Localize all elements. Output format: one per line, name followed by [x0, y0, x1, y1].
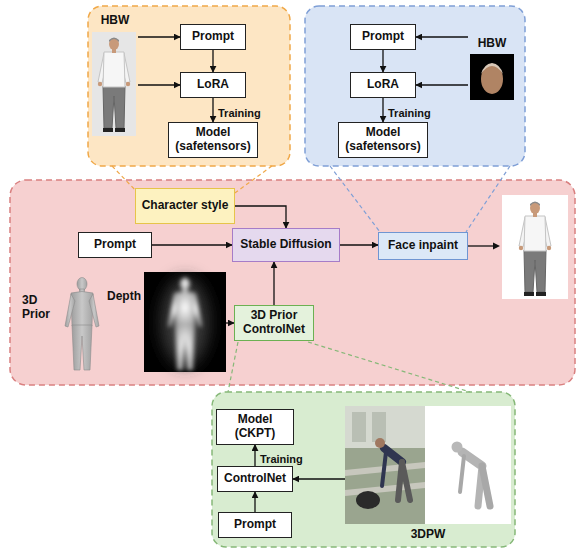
arrow-connector — [152, 244, 232, 245]
depth-map — [144, 272, 226, 372]
output-arrow-line — [468, 245, 495, 246]
mesh-figure — [65, 278, 99, 371]
arrow-connector — [340, 244, 378, 245]
edge-label: Training — [218, 107, 261, 120]
leader-line — [232, 166, 272, 195]
arrow-connector — [254, 445, 255, 466]
box-label: Model (CKPT) — [221, 413, 289, 441]
process-box: Model (safetensors) — [168, 122, 258, 158]
box-label: ControlNet — [224, 472, 286, 486]
photo-frame — [470, 54, 514, 100]
process-box: LoRA — [180, 72, 246, 98]
box-label: Prompt — [192, 30, 234, 44]
illustration-part — [452, 442, 463, 453]
arrow-connector — [226, 322, 234, 323]
process-box: ControlNet — [217, 466, 293, 492]
arrow-connector — [212, 98, 213, 122]
image-label: HBW — [468, 37, 516, 51]
scene-window — [372, 412, 386, 442]
image-panel: 3D Prior Depth — [20, 272, 226, 372]
lora-face-panel — [305, 6, 525, 166]
image-panel: 3DPW — [345, 406, 511, 546]
arrow-connector — [293, 478, 345, 479]
arrow-connector — [235, 206, 286, 228]
image-panel: HBW — [92, 14, 138, 136]
person-photo — [98, 38, 130, 133]
arrow-connector — [273, 262, 274, 305]
scene-step — [345, 482, 425, 496]
scene-photo — [345, 406, 425, 524]
scene-building — [345, 406, 425, 448]
scene-window — [352, 412, 366, 442]
arrow-connector — [382, 98, 383, 122]
box-label: Prompt — [94, 238, 136, 252]
process-box: LoRA — [350, 72, 416, 98]
box-label: Model (safetensors) — [173, 126, 253, 154]
face-hair — [481, 63, 503, 74]
leader-line — [308, 342, 470, 392]
arrow-connector — [416, 36, 468, 37]
output-person — [519, 202, 551, 297]
box-label: Model (safetensors) — [343, 126, 423, 154]
process-box: 3D Prior ControlNet — [234, 305, 314, 341]
arrow-connector — [382, 50, 383, 72]
box-label: Prompt — [234, 518, 276, 532]
arrow-connector — [138, 84, 180, 85]
arrow-connector — [212, 50, 213, 72]
image-label: HBW — [92, 14, 138, 28]
process-box: Prompt — [350, 24, 416, 50]
controlnet-panel — [212, 392, 515, 547]
edge-label: Training — [260, 453, 303, 466]
box-label: LoRA — [197, 78, 229, 92]
arrow-connector — [138, 36, 180, 37]
output-arrowhead — [493, 243, 500, 250]
scene-person — [375, 438, 410, 500]
process-box: Model (CKPT) — [216, 409, 294, 445]
leader-line — [330, 166, 380, 232]
process-box: Stable Diffusion — [232, 228, 340, 262]
process-box: Model (safetensors) — [338, 122, 428, 158]
depth-figure — [168, 278, 202, 371]
photo-frame — [92, 32, 136, 136]
image-panel: HBW — [468, 36, 516, 102]
lora-body-panel — [88, 6, 290, 166]
edge-label: Training — [388, 107, 431, 120]
illustration-part — [460, 456, 464, 492]
image-label: 3DPW — [345, 528, 511, 542]
scene-bag — [356, 491, 380, 509]
face-photo — [481, 64, 503, 94]
process-box: Character style — [135, 188, 235, 224]
box-label: Character style — [142, 199, 229, 213]
box-label: Face inpaint — [388, 239, 458, 253]
box-label: LoRA — [367, 78, 399, 92]
leader-line — [228, 342, 238, 392]
arrow-connector — [254, 492, 255, 512]
box-label: 3D Prior ControlNet — [239, 309, 309, 337]
image-label: Depth — [107, 290, 145, 304]
process-box: Prompt — [180, 24, 246, 50]
output-frame — [502, 195, 568, 299]
illustration-part — [375, 438, 385, 448]
arrow-connector — [416, 84, 468, 85]
mesh-render — [425, 406, 511, 524]
illustration-part — [482, 466, 490, 506]
process-box: Prompt — [78, 232, 152, 258]
image-label: 3D Prior — [22, 294, 60, 322]
pipeline-panel — [10, 180, 575, 385]
process-box: Prompt — [218, 512, 292, 538]
box-label: Prompt — [362, 30, 404, 44]
illustration-part — [402, 462, 410, 500]
mesh-bending-figure — [452, 442, 491, 507]
illustration-part — [382, 452, 386, 486]
box-label: Stable Diffusion — [240, 238, 331, 252]
process-box: Face inpaint — [378, 232, 468, 260]
